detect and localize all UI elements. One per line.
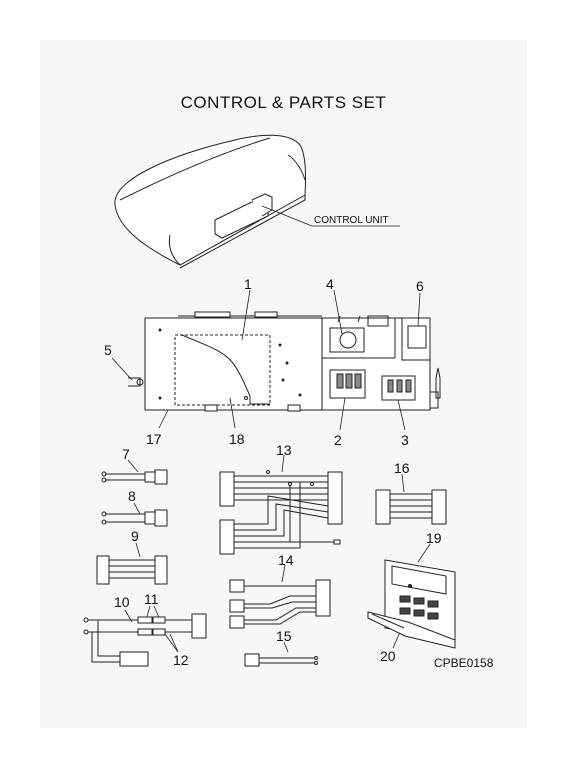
part-label-4: 4 [326, 276, 334, 292]
part-label-9: 9 [131, 528, 139, 544]
harness-10-11-12 [83, 613, 207, 667]
leader-lines [111, 289, 431, 653]
part-label-11: 11 [144, 591, 159, 607]
part-label-19: 19 [426, 530, 442, 546]
part-label-8: 8 [128, 488, 136, 504]
page-title: CONTROL & PARTS SET [180, 93, 387, 112]
drawing-code: CPBE0158 [434, 656, 494, 670]
part-label-18: 18 [229, 431, 245, 447]
part-label-14: 14 [278, 552, 294, 568]
part-label-17: 17 [146, 431, 162, 447]
control-unit-box [214, 193, 400, 239]
harness-13 [219, 470, 343, 555]
harness-7 [101, 469, 168, 485]
part-label-10: 10 [114, 594, 130, 610]
harness-15 [244, 653, 318, 667]
harness-8 [101, 509, 168, 527]
part-label-15: 15 [276, 628, 292, 644]
part-label-1: 1 [244, 276, 252, 292]
part-label-12: 12 [173, 652, 189, 668]
part-label-5: 5 [104, 342, 112, 358]
harness-9 [96, 555, 168, 585]
part-label-13: 13 [276, 442, 292, 458]
part-label-16: 16 [394, 460, 410, 476]
remote-holder [367, 611, 456, 649]
part-label-6: 6 [416, 278, 424, 294]
part-label-3: 3 [401, 432, 409, 448]
control-board-assembly [128, 311, 441, 412]
indoor-unit-drawing [114, 134, 306, 269]
harness-16 [375, 489, 447, 525]
part-label-2: 2 [334, 432, 342, 448]
control-unit-label: CONTROL UNIT [314, 215, 389, 226]
harness-14 [229, 579, 331, 629]
part-label-7: 7 [122, 446, 130, 462]
part-label-20: 20 [380, 648, 396, 664]
